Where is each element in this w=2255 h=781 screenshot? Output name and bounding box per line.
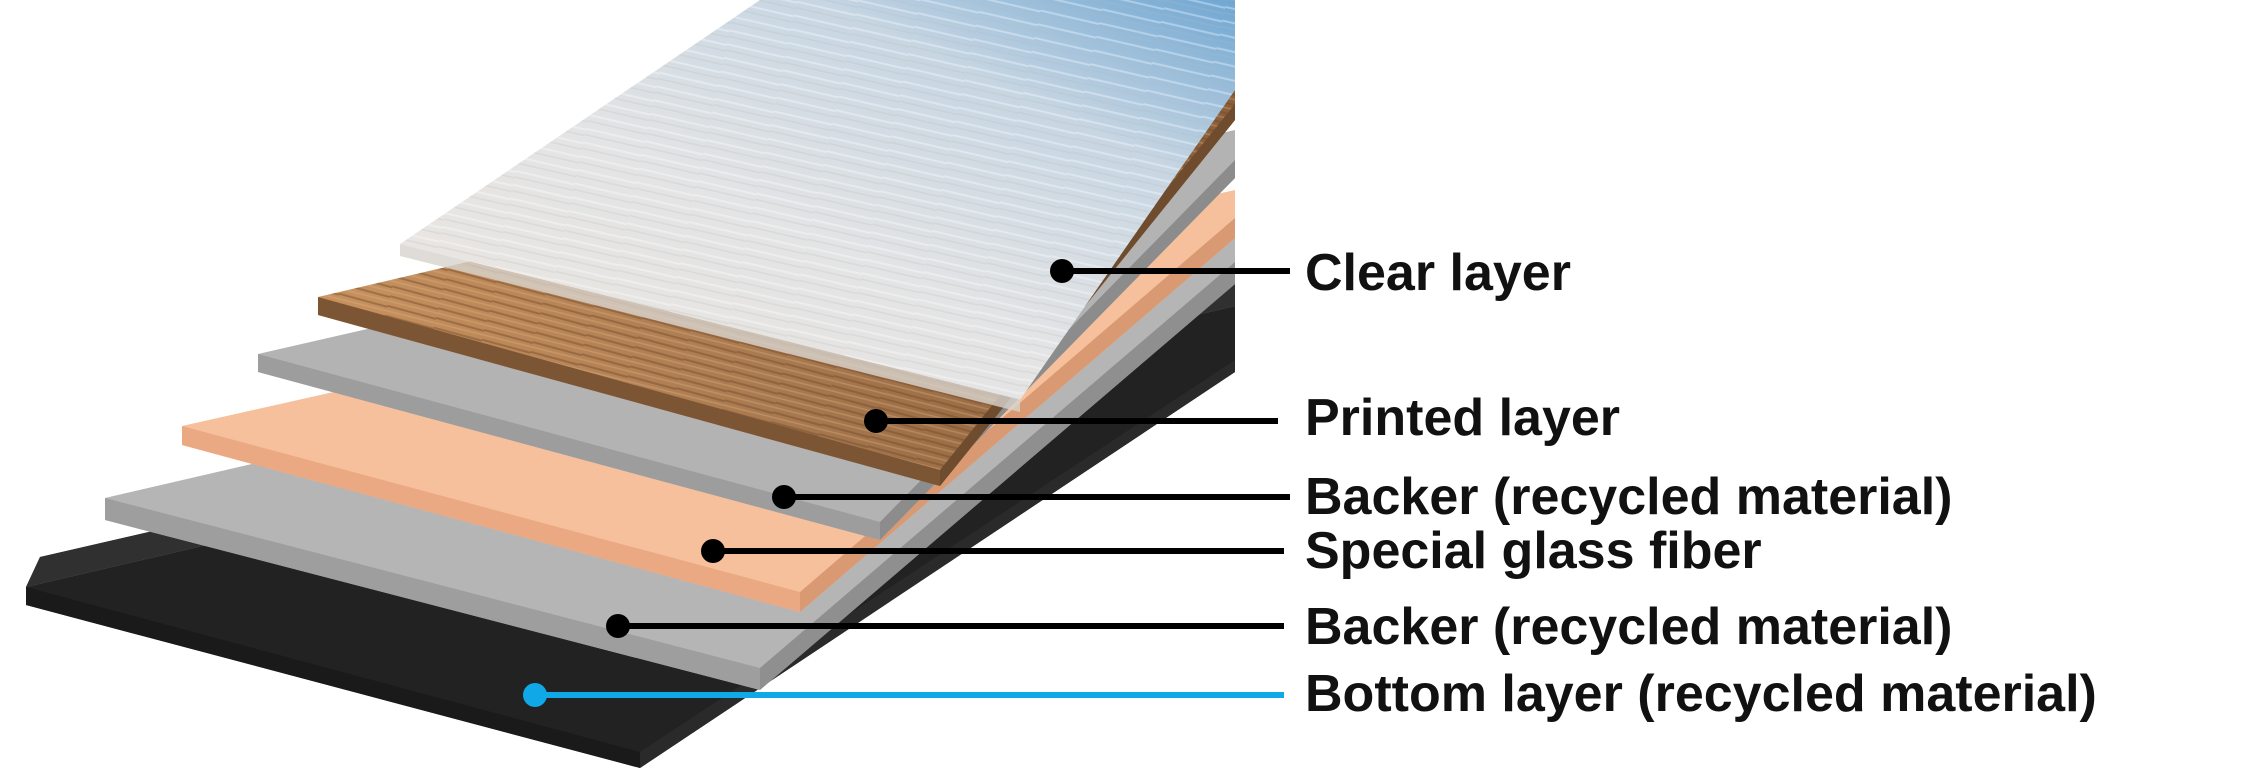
label-backer-top: Backer (recycled material) bbox=[1305, 468, 1953, 526]
callout-bottom: Bottom layer (recycled material) bbox=[523, 665, 2097, 723]
label-printed-layer: Printed layer bbox=[1305, 389, 1620, 447]
leader-dot-backer-bottom bbox=[606, 614, 630, 638]
label-backer-bottom: Backer (recycled material) bbox=[1305, 598, 1953, 656]
leader-dot-backer-top bbox=[772, 485, 796, 509]
leader-dot-bottom bbox=[523, 683, 547, 707]
leader-dot-clear bbox=[1050, 259, 1074, 283]
label-clear-layer: Clear layer bbox=[1305, 244, 1571, 302]
callout-printed: Printed layer bbox=[864, 389, 1620, 447]
label-glass-fiber: Special glass fiber bbox=[1305, 522, 1762, 580]
clear-layer bbox=[400, 0, 1235, 412]
callout-clear: Clear layer bbox=[1050, 244, 1571, 302]
callout-glass-fiber: Special glass fiber bbox=[701, 522, 1762, 580]
leader-dot-glass-fiber bbox=[701, 539, 725, 563]
callout-backer-top: Backer (recycled material) bbox=[772, 468, 1953, 526]
label-bottom-layer: Bottom layer (recycled material) bbox=[1305, 665, 2097, 723]
leader-dot-printed bbox=[864, 409, 888, 433]
callout-backer-bottom: Backer (recycled material) bbox=[606, 598, 1953, 656]
